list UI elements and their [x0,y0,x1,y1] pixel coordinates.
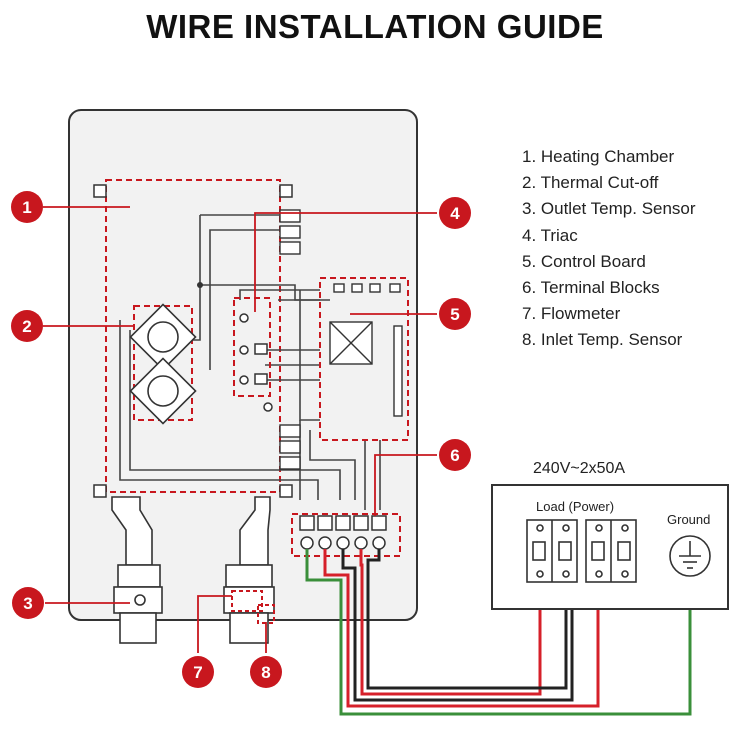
heating-chamber-outline [105,179,281,493]
triac-outline [233,297,271,397]
control-board-outline [319,277,409,441]
markers: 1 2 3 4 5 6 7 8 [11,191,471,688]
component-legend: 1. Heating Chamber 2. Thermal Cut-off 3.… [522,144,696,354]
marker-2: 2 [11,310,43,342]
marker-4: 4 [439,197,471,229]
marker-8: 8 [250,656,282,688]
svg-text:7: 7 [193,663,202,682]
marker-3: 3 [12,587,44,619]
legend-item: 3. Outlet Temp. Sensor [522,199,696,219]
control-board-parts [329,283,403,417]
triac-terminals [239,313,268,385]
svg-text:8: 8 [261,663,270,682]
chamber-mount-tabs [93,184,293,498]
marker-1: 1 [11,191,43,223]
terminal-blocks-outline [291,513,401,557]
load-label: Load (Power) [536,499,614,514]
svg-text:3: 3 [23,594,32,613]
page-title: WIRE INSTALLATION GUIDE [146,8,604,45]
legend-item: 5. Control Board [522,251,646,271]
outlet-sensor-icon [134,594,146,606]
svg-text:4: 4 [450,204,460,223]
marker-7: 7 [182,656,214,688]
svg-text:5: 5 [450,305,459,324]
thermal-cutoff-discs [129,303,197,425]
legend-item: 6. Terminal Blocks [522,277,660,297]
wire-junction [197,282,203,288]
flowmeter-outline [231,590,263,612]
field-wiring [305,549,692,716]
screw-icon [263,402,273,412]
svg-text:2: 2 [22,317,31,336]
marker-6: 6 [439,439,471,471]
legend-item: 8. Inlet Temp. Sensor [522,330,683,350]
ground-icon [669,535,711,577]
supply-rating: 240V~2x50A [533,460,625,477]
breakers [526,519,637,583]
svg-text:6: 6 [450,446,459,465]
legend-item: 7. Flowmeter [522,304,621,324]
ground-label: Ground [667,512,710,527]
legend-item: 1. Heating Chamber [522,147,675,166]
marker-leaders [43,206,437,653]
marker-5: 5 [439,298,471,330]
legend-item: 4. Triac [522,225,578,245]
svg-text:1: 1 [22,198,31,217]
legend-item: 2. Thermal Cut-off [522,173,659,193]
